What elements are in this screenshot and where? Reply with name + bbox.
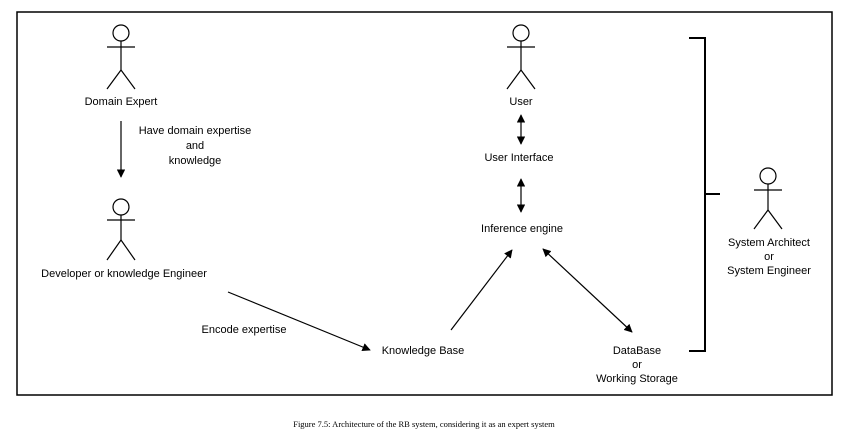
kb-to-inference-arrow	[450, 249, 513, 331]
expertise-label-line3: knowledge	[169, 155, 222, 167]
architect-actor-icon	[753, 167, 783, 230]
system-bracket	[689, 37, 720, 352]
user-actor-icon	[506, 24, 536, 90]
architect-label-line2: or	[764, 251, 774, 263]
database-label-line2: or	[632, 359, 642, 371]
user-label: User	[509, 96, 533, 108]
inference-engine-label: Inference engine	[481, 223, 563, 235]
encode-arrow	[227, 291, 371, 352]
developer-label: Developer or knowledge Engineer	[41, 268, 207, 280]
database-label-line3: Working Storage	[596, 373, 678, 385]
domain-expert-label: Domain Expert	[85, 96, 158, 108]
diagram-frame	[16, 11, 833, 396]
expertise-label-line1: Have domain expertise	[139, 125, 252, 137]
domain-expert-actor-icon	[106, 24, 136, 90]
figure-caption: Figure 7.5: Architecture of the RB syste…	[293, 419, 555, 429]
expertise-label-line2: and	[186, 140, 204, 152]
knowledge-base-label: Knowledge Base	[382, 345, 465, 357]
encode-label: Encode expertise	[202, 324, 287, 336]
user-interface-label: User Interface	[484, 152, 553, 164]
inference-database-arrow	[542, 248, 633, 333]
architect-label-line1: System Architect	[728, 237, 810, 249]
architecture-diagram: Domain Expert Have domain expertise and …	[16, 11, 833, 396]
database-label-line1: DataBase	[613, 345, 661, 357]
architect-label-line3: System Engineer	[727, 265, 811, 277]
developer-actor-icon	[106, 198, 136, 261]
